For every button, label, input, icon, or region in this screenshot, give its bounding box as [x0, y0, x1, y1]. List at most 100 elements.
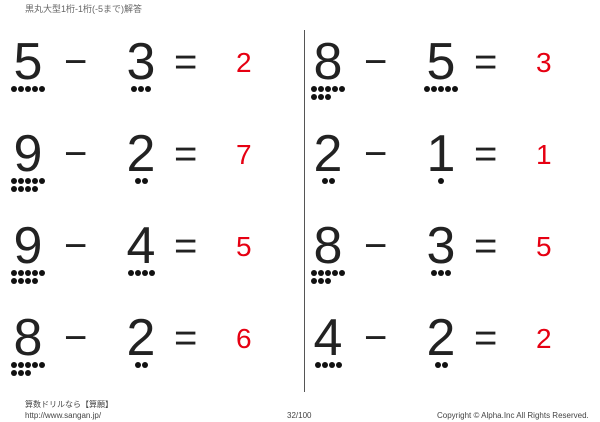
minus-sign: −: [364, 40, 388, 84]
dot: [32, 86, 38, 92]
dot: [25, 362, 31, 368]
subtrahend: 3: [126, 33, 156, 91]
dot: [18, 86, 24, 92]
problem: 4−2=2: [308, 312, 588, 392]
dot: [434, 362, 441, 368]
equals-sign: =: [474, 40, 498, 84]
dot: [431, 86, 437, 92]
dot: [318, 94, 324, 100]
answer: 7: [236, 139, 252, 170]
column-divider: [304, 30, 305, 392]
dot: [339, 270, 345, 276]
equals-sign: =: [474, 132, 498, 176]
equals-sign: =: [174, 40, 198, 84]
dot: [11, 370, 17, 376]
dot: [452, 86, 458, 92]
dot: [321, 362, 328, 368]
dot: [311, 270, 317, 276]
dot: [131, 86, 137, 92]
dot: [438, 86, 444, 92]
minuend: 2: [313, 125, 343, 183]
answer: 2: [236, 47, 252, 78]
dot: [328, 362, 335, 368]
dot: [18, 178, 24, 184]
page-number: 32/100: [287, 411, 312, 420]
equals-sign: =: [474, 224, 498, 268]
problem: 8−3 = 5: [308, 220, 588, 300]
dot: [325, 270, 331, 276]
copyright: Copyright © Alpha.Inc All Rights Reserve…: [437, 411, 589, 420]
dot: [141, 178, 148, 184]
dot: [438, 270, 444, 276]
minuend: 4: [313, 309, 343, 367]
answer: 1: [536, 139, 552, 170]
dot: [25, 278, 31, 284]
dot: [32, 270, 38, 276]
minus-sign: −: [364, 132, 388, 176]
subtrahend: 5: [426, 33, 456, 91]
dot: [18, 362, 24, 368]
dot: [141, 362, 148, 368]
footer-url[interactable]: http://www.sangan.jp/: [25, 411, 102, 420]
page-title: 黒丸大型1桁-1桁(-5まで)解答: [25, 4, 143, 14]
equals-sign: =: [174, 316, 198, 360]
dot: [318, 278, 324, 284]
dot: [438, 178, 444, 184]
dot: [11, 362, 17, 368]
dot: [11, 270, 17, 276]
subtrahend: 2: [126, 309, 156, 367]
minus-sign: −: [364, 224, 388, 268]
dot: [11, 186, 17, 192]
dot: [311, 278, 317, 284]
minuend: 5: [13, 33, 43, 91]
dot: [145, 86, 151, 92]
answer: 6: [236, 323, 252, 354]
dot: [39, 178, 45, 184]
minus-sign: −: [64, 316, 88, 360]
dot: [332, 270, 338, 276]
footer-brand: 算数ドリルなら【算願】: [25, 400, 113, 409]
answer: 5: [536, 231, 552, 262]
dot: [32, 178, 38, 184]
dot: [25, 86, 31, 92]
minuend: 8: [13, 309, 43, 367]
dot: [335, 362, 342, 368]
dot: [311, 86, 317, 92]
problem: 5−3=2: [8, 36, 288, 116]
dot: [318, 86, 324, 92]
dot: [39, 86, 45, 92]
dot: [311, 94, 317, 100]
dot: [431, 270, 437, 276]
minuend: 8: [313, 33, 343, 91]
dot: [39, 270, 45, 276]
minuend: 9: [13, 125, 43, 183]
dot: [127, 270, 134, 276]
subtrahend: 3: [426, 217, 456, 275]
dot: [32, 362, 38, 368]
dot: [441, 362, 448, 368]
dot: [138, 86, 144, 92]
minuend: 9: [13, 217, 43, 275]
dot: [328, 178, 335, 184]
dot: [11, 278, 17, 284]
problem: 9−4=5: [8, 220, 288, 300]
dot: [148, 270, 155, 276]
minuend: 8: [313, 217, 343, 275]
dot: [39, 362, 45, 368]
dot: [141, 270, 148, 276]
subtrahend: 4: [126, 217, 156, 275]
dot: [134, 178, 141, 184]
dot: [445, 86, 451, 92]
dot: [32, 278, 38, 284]
problem: 9−2=7: [8, 128, 288, 208]
minus-sign: −: [364, 316, 388, 360]
dot: [25, 370, 31, 376]
dot: [11, 178, 17, 184]
dot: [32, 186, 38, 192]
dot: [325, 86, 331, 92]
dot: [18, 370, 24, 376]
dot: [18, 278, 24, 284]
minus-sign: −: [64, 224, 88, 268]
answer: 2: [536, 323, 552, 354]
dot: [25, 186, 31, 192]
